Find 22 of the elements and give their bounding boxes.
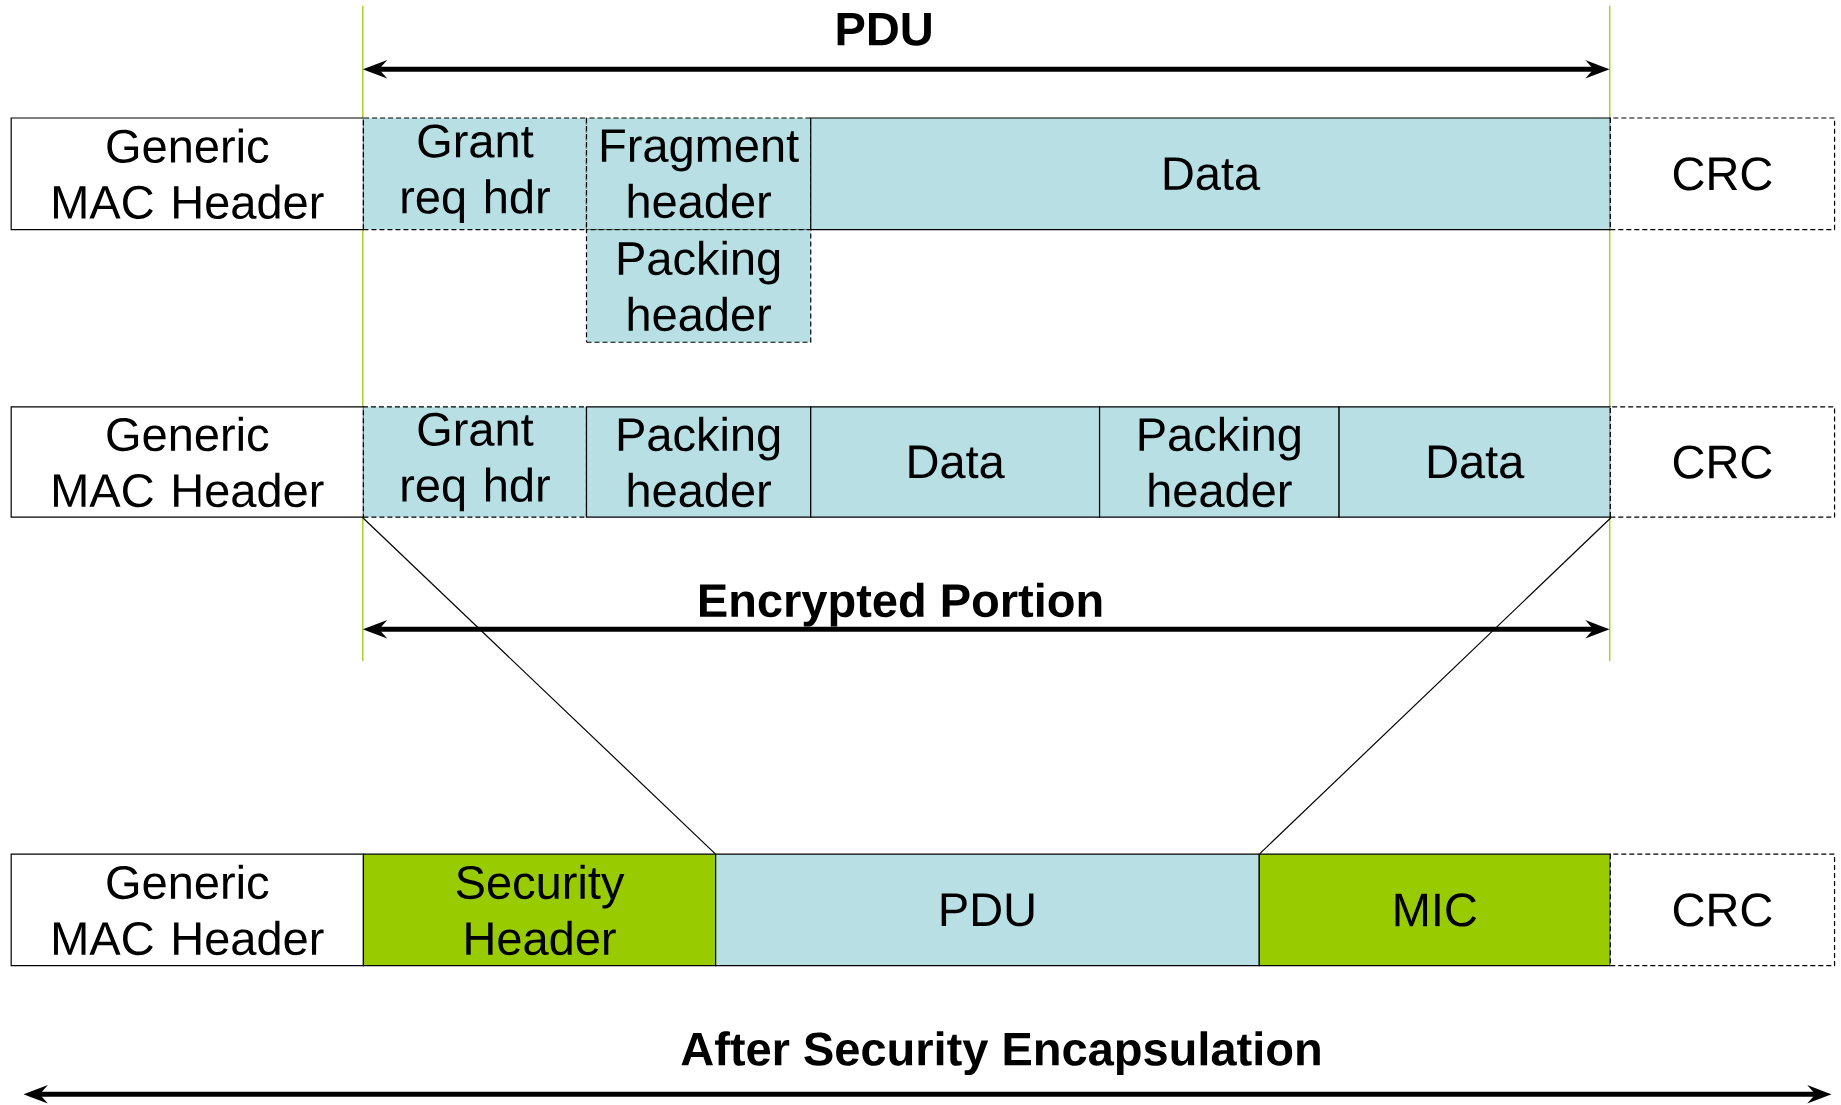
- data-field: Data: [810, 406, 1101, 518]
- connector-line: [362, 517, 716, 855]
- dimension-label: After Security Encapsulation: [681, 1031, 1320, 1076]
- dimension-label: Encrypted Portion: [700, 582, 1102, 627]
- header-field: Generic MAC Header: [10, 117, 364, 231]
- crc-field: CRC: [1609, 406, 1836, 518]
- crc-field: CRC: [1609, 853, 1836, 967]
- header-field: Generic MAC Header: [10, 853, 364, 967]
- header-field: Packing header: [1098, 406, 1340, 518]
- header-field: Generic MAC Header: [10, 406, 364, 518]
- header-field: Packing header: [585, 228, 812, 343]
- header-field: Fragment header: [585, 117, 812, 231]
- crc-field: CRC: [1609, 117, 1836, 231]
- header-field: Grant req hdr: [362, 406, 588, 518]
- header-field: Packing header: [585, 406, 812, 518]
- pdu-field: PDU: [715, 853, 1260, 967]
- header-field: Security Header: [362, 853, 717, 967]
- mic-field: MIC: [1258, 853, 1611, 967]
- header-field: Grant req hdr: [362, 117, 588, 231]
- dimension-label: PDU: [837, 12, 931, 46]
- data-field: Data: [1338, 406, 1611, 518]
- connector-line: [1259, 517, 1612, 855]
